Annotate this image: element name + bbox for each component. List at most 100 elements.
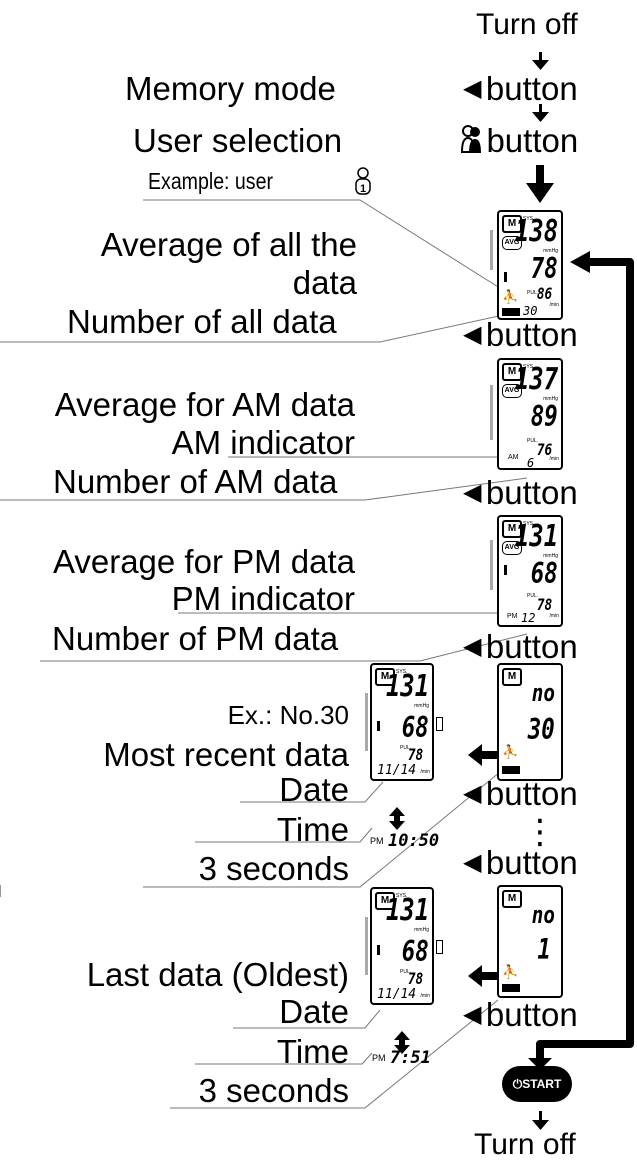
left-triangle-icon: ◀ [463, 479, 482, 506]
mmhg-label: mmHg [543, 396, 558, 402]
avg-icon: AVG [502, 236, 522, 250]
pul-value: 78 [407, 745, 423, 764]
button-label: button [485, 996, 578, 1033]
no-label: no [531, 901, 555, 929]
turn-off-top: Turn off [476, 8, 578, 41]
display-most-recent: M SYS. 131 mmHg 68 PUL. 78 /min 11/14 [370, 663, 434, 781]
date-label-2: Date [279, 993, 349, 1030]
date-value: 11/14 [377, 763, 417, 778]
display-no-30: M no 30 ⛹ [497, 663, 563, 781]
next-button-all[interactable]: ◀ button [463, 318, 578, 351]
date-value: 11/14 [377, 987, 417, 1002]
button-label: button [485, 316, 578, 353]
memory-icon: M [375, 892, 395, 910]
sys-label: SYS. [523, 364, 535, 370]
next-button-am[interactable]: ◀ button [463, 476, 578, 509]
dia-value: 78 [531, 252, 558, 285]
bar-indicator [377, 721, 380, 731]
memory-icon: M [502, 668, 522, 686]
count-value: 6 [527, 456, 535, 470]
am-indicator: AM [508, 454, 519, 461]
grey-bar [490, 385, 493, 440]
left-triangle-icon: ◀ [463, 633, 482, 660]
next-button-continued[interactable]: ◀ button [463, 846, 578, 879]
most-recent-label: Most recent data [103, 736, 349, 773]
sys-value: 138 [514, 214, 558, 249]
tick-mark [0, 885, 1, 897]
user-1-icon: ⛹ [502, 745, 519, 760]
button-label: button [485, 70, 578, 107]
turn-off-bottom: Turn off [474, 1128, 576, 1161]
grey-bar [490, 230, 493, 270]
cuff-icon [436, 940, 443, 954]
am-indicator-label: AM indicator [171, 424, 355, 461]
cuff-icon [436, 717, 443, 731]
display-all-average: M AVG SYS. 138 mmHg 78 PUL. 86 /min ⛹ 30 [497, 210, 563, 320]
number-all-label: Number of all data [67, 303, 337, 340]
sys-value: 131 [385, 893, 429, 928]
power-icon: ⏻ [512, 1077, 523, 1091]
sys-label: SYS. [396, 893, 408, 899]
pul-value: 78 [536, 595, 552, 614]
avg-icon: AVG [502, 384, 522, 398]
button-label: button [485, 474, 578, 511]
next-button-oldest[interactable]: ◀ button [463, 998, 578, 1031]
record-number: 30 [528, 713, 555, 746]
next-button-pm[interactable]: ◀ button [463, 630, 578, 663]
grey-bar [490, 540, 493, 590]
pul-label: PUL. [527, 593, 539, 599]
pul-label: PUL. [400, 969, 412, 975]
avg-pm-label: Average for PM data [52, 543, 355, 580]
record-number: 1 [537, 933, 551, 966]
grey-bar [365, 693, 368, 751]
start-button[interactable]: ⏻START [502, 1066, 572, 1102]
min-label: /min [420, 769, 430, 775]
date-label-1: Date [279, 771, 349, 808]
left-triangle-icon: ◀ [463, 321, 482, 348]
last-data-label: Last data (Oldest) [86, 956, 349, 993]
pul-label: PUL. [400, 745, 412, 751]
dia-value: 68 [531, 557, 558, 590]
user-button-row[interactable]: button [460, 124, 578, 157]
pm-label: PM [370, 836, 384, 846]
mmhg-label: mmHg [543, 553, 558, 559]
button-label: button [486, 122, 579, 159]
min-label: /min [549, 456, 559, 462]
battery-icon [502, 766, 520, 774]
left-triangle-icon: ◀ [463, 849, 482, 876]
dia-value: 68 [402, 711, 429, 744]
time-label-2: Time [276, 1033, 349, 1070]
pul-value: 86 [536, 284, 552, 303]
memory-icon: M [502, 215, 522, 233]
number-am-label: Number of AM data [53, 463, 338, 500]
dia-value: 68 [402, 935, 429, 968]
memory-icon: M [375, 668, 395, 686]
memory-button-row[interactable]: ◀ button [463, 72, 578, 105]
pul-label: PUL. [527, 290, 539, 296]
user-1-icon: ⛹ [502, 965, 519, 980]
sys-label: SYS. [396, 669, 408, 675]
user-select-icon [460, 124, 482, 153]
ex-no-label: Ex.: No.30 [227, 700, 349, 730]
next-button-recent[interactable]: ◀ button [463, 777, 578, 810]
sys-value: 131 [514, 519, 558, 554]
sys-label: SYS. [523, 216, 535, 222]
pul-value: 76 [536, 440, 552, 459]
left-triangle-icon: ◀ [463, 75, 482, 102]
display-pm-average: M AVG SYS. 131 mmHg 68 PUL. 78 /min PM 1… [497, 515, 563, 627]
bar-indicator [377, 945, 380, 955]
min-label: /min [420, 993, 430, 999]
min-label: /min [549, 302, 559, 308]
button-label: button [485, 844, 578, 881]
start-label: START [522, 1077, 562, 1091]
seconds-label-1: 3 seconds [198, 850, 349, 887]
seconds-label-2: 3 seconds [198, 1072, 349, 1109]
memory-icon: M [502, 520, 522, 538]
display-oldest: M SYS. 131 mmHg 68 PUL. 78 /min 11/14 [370, 887, 434, 1005]
count-value: 30 [523, 304, 538, 318]
svg-text:1: 1 [360, 183, 366, 195]
time-label-1: Time [276, 811, 349, 848]
continuation-dots: ⋮ [523, 812, 557, 852]
time-readout-recent: PM 10:50 [370, 831, 439, 851]
